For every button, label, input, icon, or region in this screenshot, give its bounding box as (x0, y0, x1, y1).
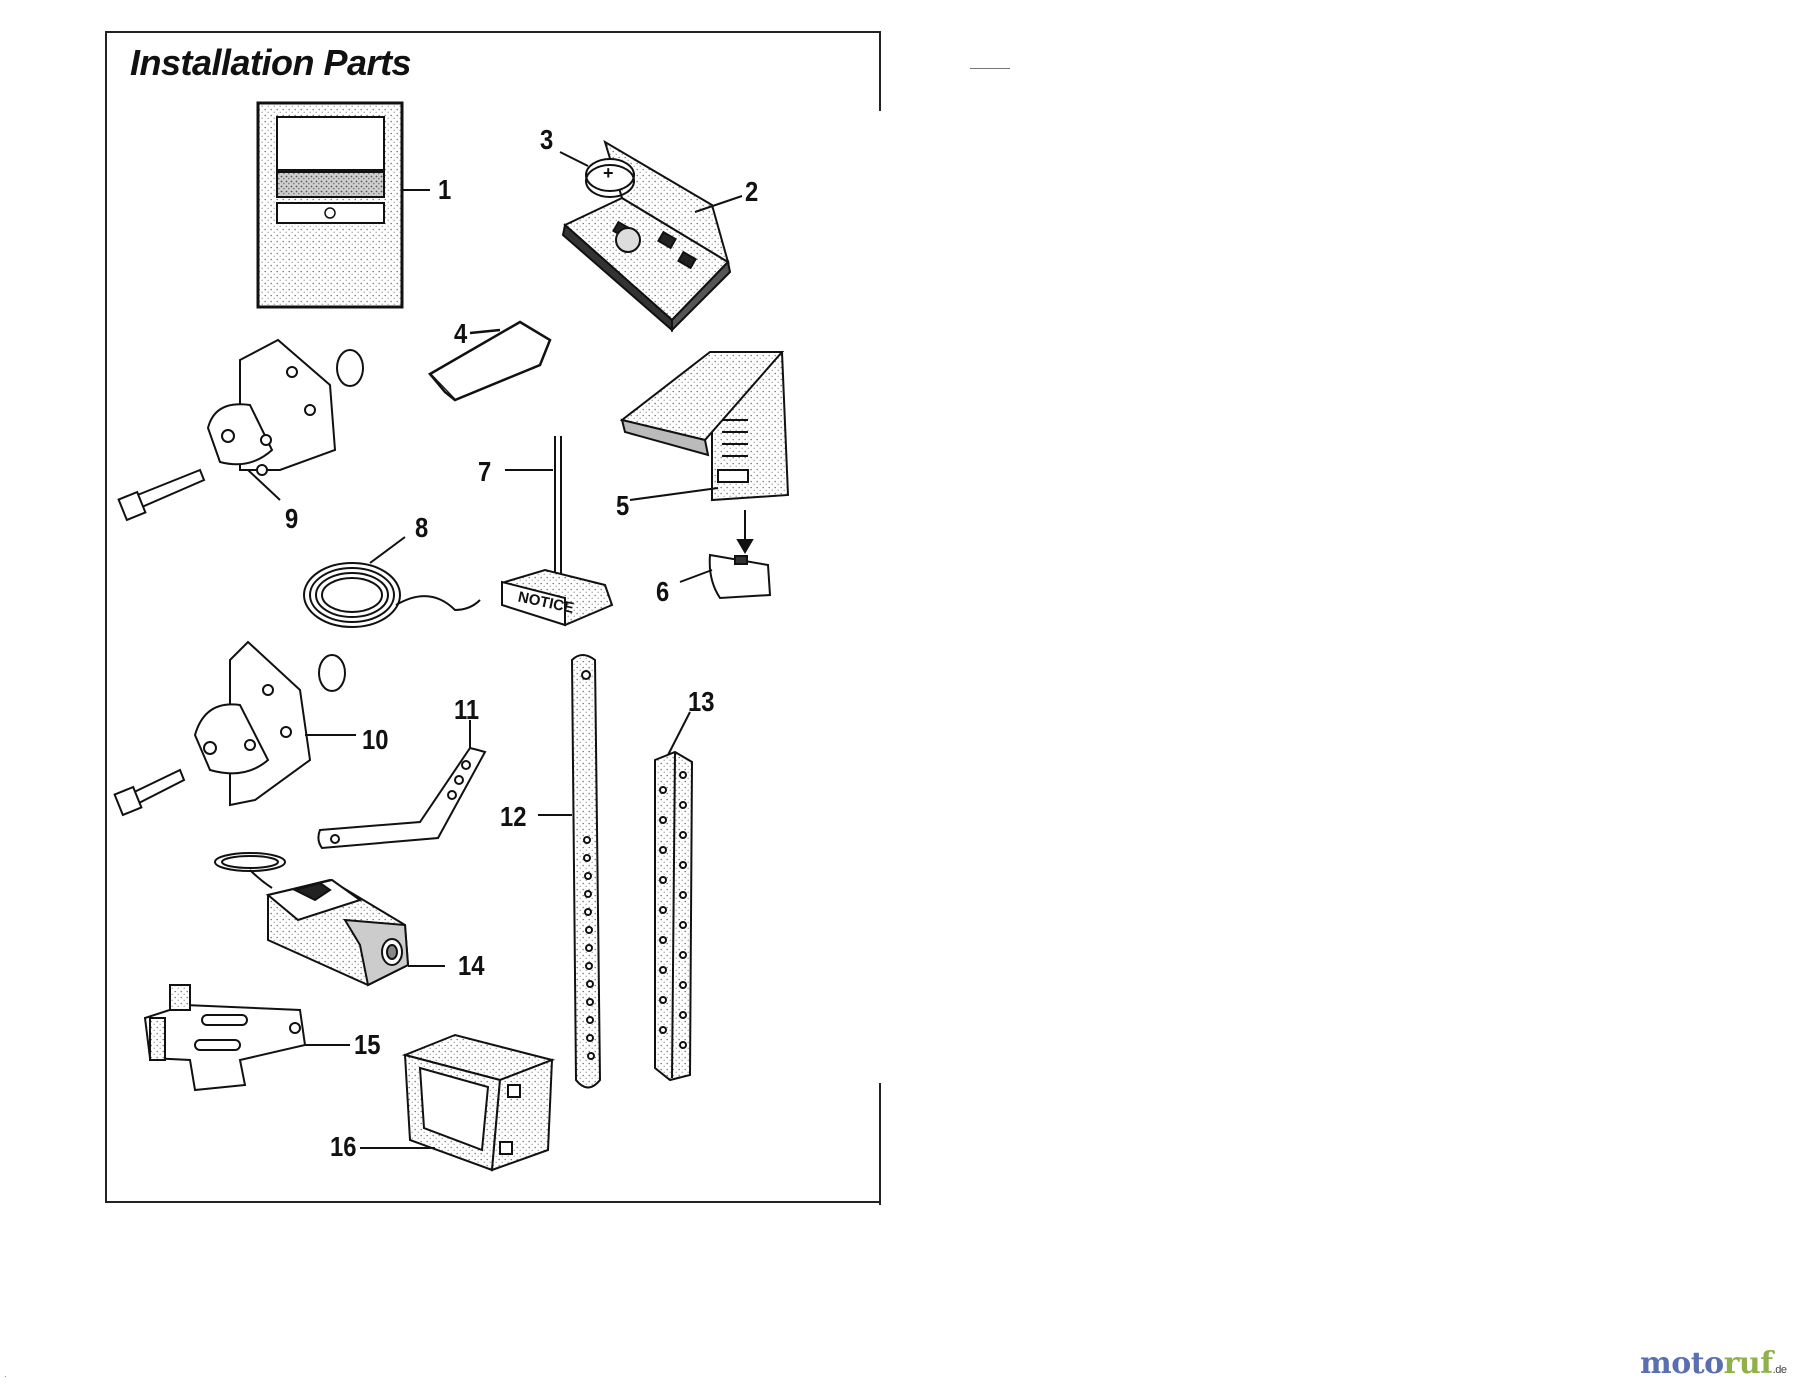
battery-plus-label: + (603, 163, 614, 183)
part-9-door-bracket (117, 338, 364, 522)
parts-panel (105, 31, 881, 1203)
callout-10: 10 (362, 724, 389, 755)
part-8-wire-coil (303, 536, 481, 628)
panel-right-border-bottom (879, 1083, 881, 1205)
callout-9: 9 (285, 503, 299, 534)
watermark-part-a: moto (1640, 1346, 1724, 1381)
panel-right-border-top (879, 31, 881, 111)
callout-11: 11 (454, 694, 480, 725)
stray-line (970, 68, 1010, 69)
callout-14: 14 (458, 950, 485, 981)
part-10-door-bracket (113, 640, 356, 817)
watermark-tld: .de (1772, 1364, 1787, 1376)
callout-15: 15 (354, 1029, 381, 1060)
part-11-curved-arm (317, 720, 487, 850)
part-5-keypad (619, 350, 790, 554)
callout-1: 1 (438, 174, 452, 205)
callout-3: 3 (540, 124, 554, 155)
callout-5: 5 (616, 490, 630, 521)
watermark-logo: motoruf.de (1640, 1346, 1787, 1381)
part-13-angle-iron (654, 711, 694, 1082)
callout-16: 16 (330, 1131, 357, 1162)
part-15-sensor-bracket (143, 984, 350, 1092)
part-6-keypad-cover (679, 553, 772, 600)
callout-6: 6 (656, 576, 670, 607)
part-14-safety-sensor (214, 852, 445, 987)
watermark-part-b: ruf (1723, 1346, 1774, 1381)
panel-title: Installation Parts (130, 42, 412, 83)
part-4-visor-clip (427, 320, 552, 402)
part-1-wall-control (256, 101, 430, 309)
callout-7: 7 (478, 456, 492, 487)
callout-4: 4 (454, 318, 468, 349)
part-2-remote-transmitter (561, 139, 743, 333)
part-12-straight-arm (538, 654, 602, 1089)
callout-8: 8 (415, 512, 429, 543)
callout-2: 2 (745, 176, 759, 207)
corner-mark: · (4, 1372, 7, 1381)
part-7-notice-tag (500, 436, 614, 627)
callout-12: 12 (500, 801, 527, 832)
callout-13: 13 (688, 686, 715, 717)
part-16-light-box (360, 1033, 556, 1172)
part-3-battery (559, 151, 635, 198)
